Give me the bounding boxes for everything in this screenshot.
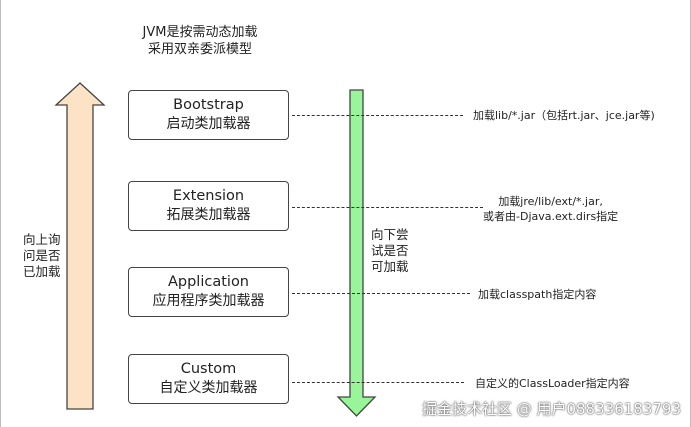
loader-name-en: Application: [167, 274, 250, 290]
loader-name-cn: 启动类加载器: [166, 116, 251, 132]
title-line-2: 采用双亲委派模型: [147, 42, 252, 57]
bootstrap-note: 加载lib/*.jar（包括rt.jar、jce.jar等): [473, 108, 655, 123]
note-line: 加载jre/lib/ext/*.jar,: [498, 195, 603, 208]
title-line-1: JVM是按需动态加载: [142, 25, 258, 40]
extension-loader-box: Extension 拓展类加载器: [128, 181, 289, 231]
loader-name-cn: 拓展类加载器: [166, 207, 251, 223]
application-note: 加载classpath指定内容: [478, 287, 596, 302]
bootstrap-dashed-connector: [292, 115, 463, 116]
loader-name-en: Bootstrap: [173, 97, 244, 113]
left-frame-line: [0, 0, 1, 427]
down-label-line: 试是否: [371, 243, 409, 258]
note-line: 加载classpath指定内容: [478, 288, 597, 301]
application-dashed-connector: [292, 293, 470, 294]
loader-name-cn: 应用程序类加载器: [152, 293, 265, 309]
note-line: 自定义的ClassLoader指定内容: [475, 377, 630, 390]
bootstrap-loader-box: Bootstrap 启动类加载器: [128, 90, 289, 140]
extension-note: 加载jre/lib/ext/*.jar, 或者由-Djava.ext.dirs指…: [483, 194, 618, 224]
application-loader-box: Application 应用程序类加载器: [128, 267, 289, 317]
extension-dashed-connector: [292, 207, 483, 208]
up-label-line: 问是否: [23, 248, 61, 263]
down-label-line: 可加载: [371, 259, 409, 274]
loader-name-en: Extension: [172, 188, 245, 204]
up-arrow: [54, 82, 106, 410]
note-line: 加载lib/*.jar（包括rt.jar、jce.jar等): [473, 109, 655, 122]
loader-name-en: Custom: [180, 361, 237, 377]
custom-loader-box: Custom 自定义类加载器: [128, 354, 289, 404]
custom-note: 自定义的ClassLoader指定内容: [475, 376, 630, 391]
up-label-line: 向上询: [23, 232, 61, 247]
down-arrow: [336, 89, 377, 417]
down-arrow-label: 向下尝 试是否 可加载: [371, 227, 409, 275]
watermark-text: 掘金技术社区 @ 用户088336183793: [421, 400, 681, 418]
note-line: 或者由-Djava.ext.dirs指定: [483, 210, 619, 223]
down-label-line: 向下尝: [371, 227, 409, 242]
custom-dashed-connector: [292, 382, 464, 383]
up-arrow-label: 向上询 问是否 已加载: [23, 232, 61, 280]
loader-name-cn: 自定义类加载器: [159, 380, 258, 396]
diagram-title: JVM是按需动态加载 采用双亲委派模型: [120, 24, 280, 58]
up-label-line: 已加载: [23, 264, 61, 279]
